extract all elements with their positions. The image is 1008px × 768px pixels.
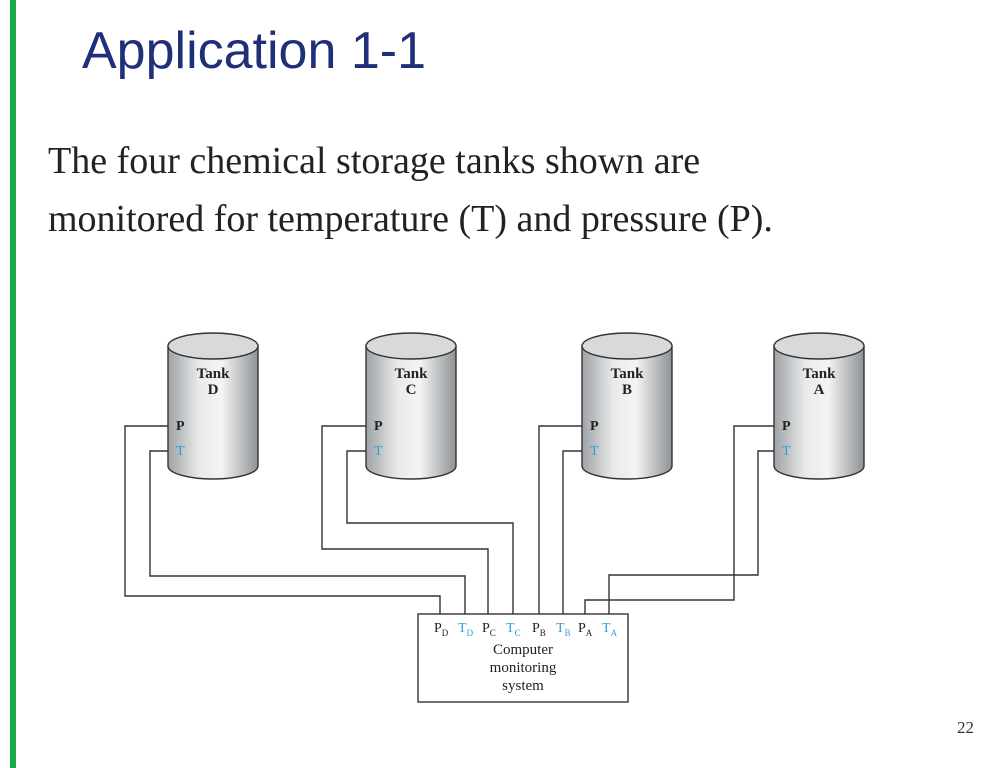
port-tc: TC <box>506 621 521 638</box>
tank-c-temperature-sensor: T <box>374 444 383 459</box>
tank-c: Tank C P T <box>365 332 457 480</box>
tank-a-pressure-sensor: P <box>782 419 791 434</box>
tank-c-label-line1: Tank <box>395 366 428 382</box>
body-line-1: The four chemical storage tanks shown ar… <box>48 140 701 182</box>
wires <box>124 425 776 614</box>
computer-monitoring-system: PD TD PC TC PB TB PA TA Computer monitor… <box>417 613 629 703</box>
system-label-line2: monitoring <box>490 660 557 676</box>
wire-pa <box>584 425 776 614</box>
port-pa: PA <box>578 621 593 638</box>
tank-a-label-line1: Tank <box>803 366 836 382</box>
slide-number: 22 <box>957 718 974 737</box>
accent-bar <box>10 0 16 768</box>
tank-b: Tank B P T <box>581 332 673 480</box>
port-pd: PD <box>434 621 449 638</box>
slide-title: Application 1-1 <box>82 22 426 80</box>
system-label-line1: Computer <box>493 642 553 658</box>
wire-td <box>149 450 466 614</box>
body-text: The four chemical storage tanks shown ar… <box>48 132 988 248</box>
port-pb: PB <box>532 621 546 638</box>
tank-a: Tank A P T <box>773 332 865 480</box>
wire-tb <box>562 450 584 614</box>
wire-ta <box>608 450 776 614</box>
system-label-line3: system <box>502 678 544 694</box>
tank-d: Tank D P T <box>167 332 259 480</box>
tank-a-temperature-sensor: T <box>782 444 791 459</box>
tank-b-temperature-sensor: T <box>590 444 599 459</box>
tank-d-label-line1: Tank <box>197 366 230 382</box>
tank-b-label-line1: Tank <box>611 366 644 382</box>
tank-c-label-line2: C <box>406 382 417 398</box>
wire-pb <box>538 425 584 614</box>
body-line-2: monitored for temperature (T) and pressu… <box>48 198 773 240</box>
tank-b-label-line2: B <box>622 382 632 398</box>
tank-a-label-line2: A <box>814 382 825 398</box>
port-td: TD <box>458 621 474 638</box>
port-pc: PC <box>482 621 496 638</box>
wire-tc <box>346 450 514 614</box>
tank-d-temperature-sensor: T <box>176 444 185 459</box>
wire-pc <box>321 425 489 614</box>
wire-pd <box>124 425 441 614</box>
tank-c-pressure-sensor: P <box>374 419 383 434</box>
port-tb: TB <box>556 621 571 638</box>
tank-d-label-line2: D <box>208 382 219 398</box>
port-ta: TA <box>602 621 618 638</box>
tank-d-pressure-sensor: P <box>176 419 185 434</box>
tank-b-pressure-sensor: P <box>590 419 599 434</box>
